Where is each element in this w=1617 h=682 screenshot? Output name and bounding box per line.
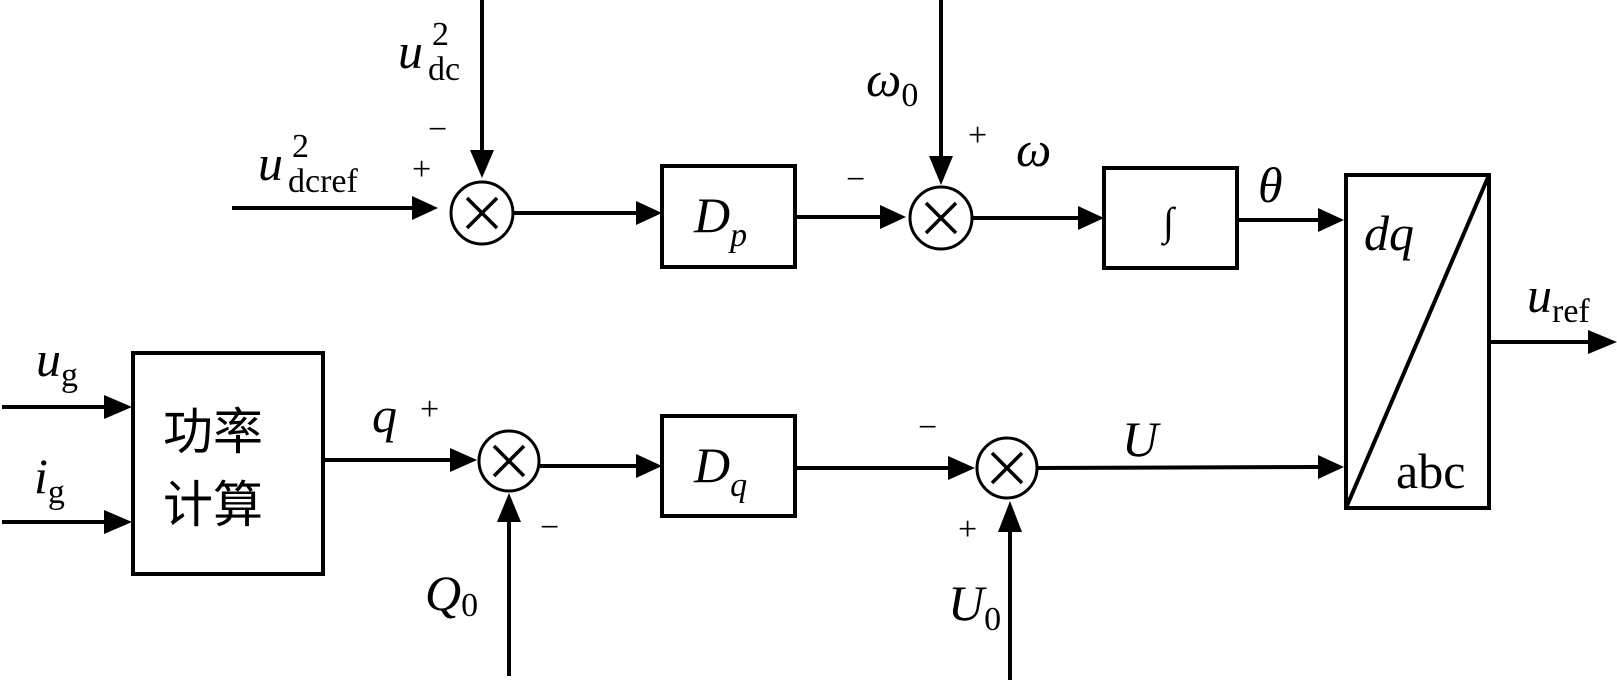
power-calc-label-line1: 功率 (163, 403, 263, 461)
omega0-label: ω0 (866, 51, 918, 114)
dq-abc-transform-block (1344, 173, 1491, 510)
integrator-block (1102, 166, 1239, 270)
dp-block (660, 164, 797, 269)
theta-label: θ (1258, 157, 1283, 213)
arrowhead (1318, 208, 1344, 232)
sum1-left-sign: + (412, 151, 431, 188)
sum3-left-sign: + (420, 391, 439, 428)
sum1-top-sign: − (428, 111, 447, 148)
abc-label: abc (1396, 443, 1465, 499)
dq-gain-label: Dq (693, 437, 747, 504)
U0-label: U0 (948, 575, 1001, 638)
power-calc-label-line2: 计算 (163, 476, 263, 534)
arrowhead (998, 501, 1022, 532)
dq-label: dq (1364, 205, 1414, 261)
summing-junction-1 (449, 180, 515, 246)
arrowhead (450, 448, 477, 472)
arrowhead (1318, 455, 1344, 479)
U-label: U (1122, 411, 1161, 467)
sum3-bottom-sign: − (540, 509, 559, 546)
power-calc-block (131, 351, 325, 576)
arrowhead (104, 395, 132, 419)
U-line (1036, 465, 1319, 470)
summing-junction-2 (908, 185, 974, 251)
sum2-left-sign: − (846, 161, 865, 198)
summing-junction-3 (477, 429, 541, 493)
integral-symbol: ∫ (1160, 199, 1177, 246)
arrowhead (880, 205, 906, 229)
uref-label: uref (1527, 267, 1590, 330)
ig-label: ig (34, 448, 65, 511)
arrowhead (104, 510, 132, 534)
arrowhead (412, 196, 438, 220)
dp-label: Dp (693, 187, 747, 254)
arrowhead (948, 456, 975, 480)
arrowhead (929, 156, 953, 185)
sum2-top-sign: + (968, 117, 987, 154)
arrowhead (636, 454, 662, 478)
sum4-bottom-sign: + (958, 511, 977, 548)
sum4-left-sign: − (918, 409, 937, 446)
arrowhead (636, 201, 662, 225)
arrowhead (497, 493, 521, 522)
omega-label: ω (1016, 121, 1051, 177)
q-label: q (372, 387, 397, 443)
arrowhead (1078, 206, 1104, 230)
dq-gain-block (660, 414, 797, 518)
arrowhead (470, 150, 494, 178)
summing-junction-4 (975, 436, 1039, 500)
Q0-label: Q0 (425, 565, 478, 624)
arrowhead (1588, 330, 1617, 354)
ug-label: ug (36, 331, 78, 394)
